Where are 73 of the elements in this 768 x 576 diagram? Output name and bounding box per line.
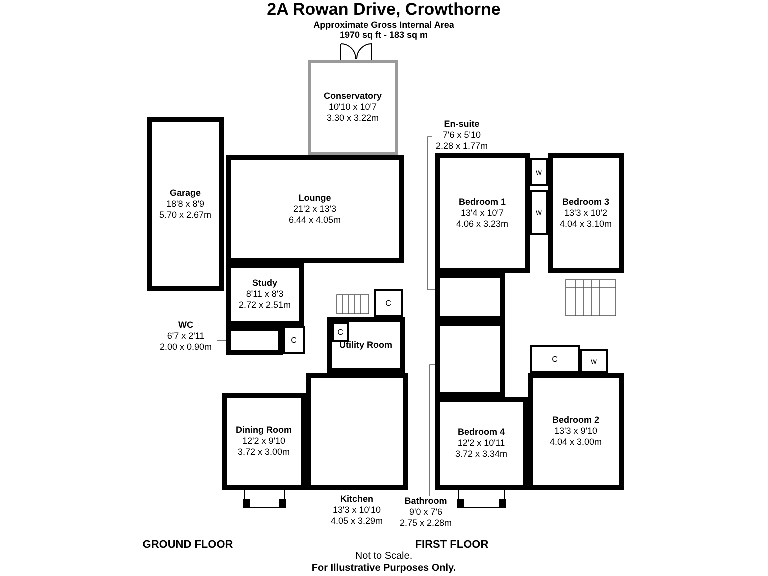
room-name: Bedroom 1 xyxy=(458,196,506,208)
room-name: Bedroom 4 xyxy=(458,427,505,438)
room-name: Bedroom 3 xyxy=(562,196,610,208)
room-name: w xyxy=(536,166,542,178)
room-name: Bedroom 2 xyxy=(552,415,600,426)
room-dimensions: 12'2 x 10'11 xyxy=(458,438,506,449)
room xyxy=(222,393,306,490)
room-name: C xyxy=(386,298,392,308)
room-dimensions: 2.28 x 1.77m xyxy=(436,140,488,152)
floor-label: FIRST FLOOR xyxy=(415,540,489,551)
room-name: En-suite xyxy=(444,118,480,130)
room xyxy=(327,317,405,373)
cupboard xyxy=(374,289,403,317)
room xyxy=(528,373,624,490)
room-name: C xyxy=(552,354,558,364)
room-dimensions: 13'3 x 9'10 xyxy=(554,426,598,437)
room-dimensions: 9'0 x 7'6 xyxy=(410,506,442,518)
room-name: Lounge xyxy=(298,192,332,204)
cupboard xyxy=(530,345,580,373)
room-dimensions: 10'10 x 10'7 xyxy=(329,102,377,113)
room xyxy=(226,326,283,355)
room-dimensions: 13'4 x 10'7 xyxy=(461,208,504,218)
room-dimensions: 4.04 x 3.10m xyxy=(560,218,612,230)
room-dimensions: 3.72 x 3.34m xyxy=(455,449,508,460)
room xyxy=(435,153,530,273)
room-dimensions: 8'11 x 8'3 xyxy=(246,289,284,300)
room-dimensions: 5.70 x 2.67m xyxy=(159,210,212,220)
area-note: Approximate Gross Internal Area xyxy=(314,20,454,31)
leader-line xyxy=(216,340,226,341)
room-dimensions: 4.04 x 3.00m xyxy=(550,437,602,448)
room xyxy=(147,117,224,291)
room-name: Bathroom xyxy=(404,496,448,506)
room-name: Garage xyxy=(170,188,202,198)
conservatory-room xyxy=(308,60,398,155)
cupboard xyxy=(580,349,608,373)
room-dimensions: 3.30 x 3.22m xyxy=(326,113,380,124)
room-name: Conservatory xyxy=(324,91,382,102)
room-dimensions: 6.44 x 4.05m xyxy=(288,214,342,226)
room-name: Utility Room xyxy=(340,340,392,350)
room-dimensions: 4.06 x 3.23m xyxy=(456,218,509,230)
room-name: w xyxy=(536,207,542,218)
area-note: 1970 sq ft - 183 sq m xyxy=(340,30,428,41)
room-dimensions: 6'7 x 2'11 xyxy=(167,330,205,342)
room xyxy=(226,155,404,263)
room-name: WC xyxy=(178,320,194,330)
room-name: Study xyxy=(252,278,278,289)
room-dimensions: 12'2 x 9'10 xyxy=(242,436,286,447)
footer-note: Not to Scale. xyxy=(355,551,413,562)
room-name: C xyxy=(291,334,297,346)
room-dimensions: 13'3 x 10'10 xyxy=(333,505,381,516)
room xyxy=(548,153,624,273)
cupboard xyxy=(332,322,349,342)
leader-line xyxy=(428,136,436,290)
room-dimensions: 13'3 x 10'2 xyxy=(564,208,608,218)
room-name: Kitchen xyxy=(340,494,374,505)
title: 2A Rowan Drive, Crowthorne xyxy=(266,0,502,20)
room-dimensions: 4.05 x 3.29m xyxy=(330,516,384,527)
room-dimensions: 2.75 x 2.28m xyxy=(400,518,452,528)
room-name: w xyxy=(591,356,597,366)
room-name: C xyxy=(338,326,344,338)
cupboard xyxy=(530,190,548,235)
room-dimensions: 2.00 x 0.90m xyxy=(160,342,212,352)
room-dimensions: 2.72 x 2.51m xyxy=(238,300,292,311)
room-dimensions: 21'2 x 13'3 xyxy=(294,204,336,214)
floor-label: GROUND FLOOR xyxy=(142,540,234,551)
footer-note: For Illustrative Purposes Only. xyxy=(312,563,456,574)
room-dimensions: 3.72 x 3.00m xyxy=(238,447,290,458)
cupboard xyxy=(283,326,305,354)
room-name: Dining Room xyxy=(236,425,292,436)
cupboard xyxy=(530,158,548,186)
room-dimensions: 18'8 x 8'9 xyxy=(166,198,204,210)
room-dimensions: 7'6 x 5'10 xyxy=(443,130,481,140)
leader-line xyxy=(430,364,436,496)
